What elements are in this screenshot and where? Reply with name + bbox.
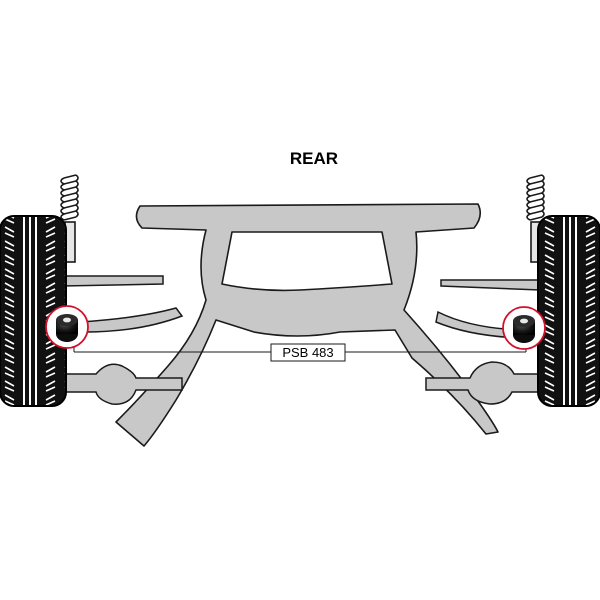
bush-icon [513,315,535,343]
rear-subframe [115,203,499,447]
bush-icon [56,314,78,342]
diagram-title: REAR [290,149,338,168]
left-control-arms [59,275,184,405]
left-bush-highlight[interactable] [45,305,89,349]
right-wheel [537,215,600,407]
part-number-text: PSB 483 [282,345,333,360]
right-bush-highlight[interactable] [502,306,546,350]
part-number-label: PSB 483 [270,343,346,362]
